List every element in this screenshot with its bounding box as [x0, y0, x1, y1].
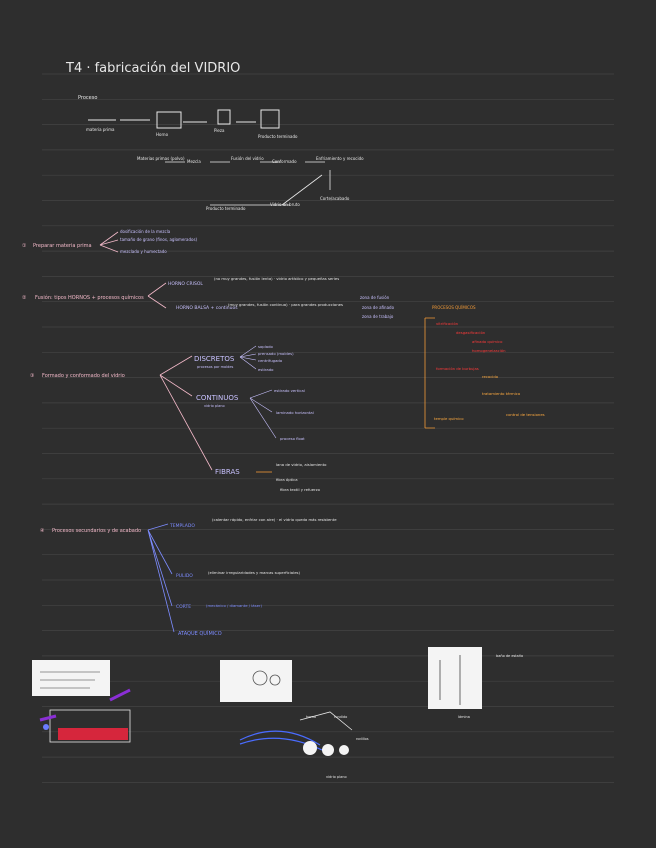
- sketch-label-6: lámina: [458, 715, 470, 719]
- orange-note-3: control de tensiones: [506, 412, 545, 417]
- s2-zone-1: zona de fusión: [360, 295, 390, 300]
- s1-title: Preparar materia prima: [33, 243, 92, 249]
- flow2-2: Mezcla: [187, 159, 201, 164]
- sketch-furnace: [32, 660, 131, 743]
- s3-discretos-brace: [239, 345, 257, 370]
- s4-corte: CORTE: [176, 604, 191, 610]
- s2-zone-2: zona de afinado: [362, 305, 395, 310]
- furnace-icon: [156, 111, 182, 129]
- flow2-1: Materias primas (polvo): [137, 156, 185, 161]
- s2-zone-3: zona de trabajo: [362, 314, 394, 319]
- flow2-8: Producto terminado: [206, 206, 246, 211]
- sketch-label-2: fundido: [334, 715, 347, 719]
- orange-bracket: [424, 317, 435, 429]
- s3-cont-3: proceso float: [280, 436, 305, 441]
- s4-title: Procesos secundarios y de acabado: [52, 528, 141, 534]
- page-title: T4 · fabricación del VIDRIO: [65, 61, 240, 76]
- s2-crisol: HORNO CRISOL: [168, 281, 203, 287]
- flow-step-3: Pieza: [214, 128, 225, 133]
- sketch-vertical-draw: [428, 647, 482, 709]
- s4-templado-note: (calentar rápido, enfriar con aire) · el…: [212, 517, 337, 522]
- red-note-2: desgasificación: [456, 330, 486, 335]
- s4-number: ④: [40, 528, 45, 534]
- s3-continuos-sub: vidrio plano: [204, 404, 225, 408]
- s3-continuos-brace: [249, 389, 277, 439]
- s3-number: ③: [30, 373, 34, 379]
- flow2-6: Corte/acabado: [320, 196, 350, 201]
- s3-continuos: CONTINUOS: [196, 394, 239, 402]
- flow2-3: Fusión del vidrio: [231, 156, 264, 161]
- sketch-label-1: horno: [306, 715, 316, 719]
- s3-disc-3: centrifugado: [258, 358, 283, 363]
- s2-title: Fusión: tipos HORNOS + procesos químicos: [35, 294, 144, 301]
- s4-brace: [147, 523, 175, 633]
- s3-discretos: DISCRETOS: [194, 355, 235, 363]
- s2-balsa-note: (muy grandes, fusión continua) · para gr…: [228, 302, 343, 307]
- piece-icon: [217, 109, 231, 125]
- s3-disc-1: soplado: [258, 344, 274, 349]
- s1-item-1: dosificación de la mezcla: [120, 229, 171, 234]
- s3-disc-2: prensado (moldes): [258, 351, 294, 356]
- s2-brace: [147, 282, 167, 309]
- red-note-5: formación de burbujas: [436, 366, 479, 371]
- flow2-7: Vidrio en bruto: [270, 202, 300, 207]
- s3-discretos-sub: procesos por moldes: [197, 365, 234, 369]
- s1-number: ①: [22, 243, 27, 249]
- red-note-1: vitrificación: [436, 321, 459, 326]
- flow-step-1: materia prima: [86, 127, 115, 132]
- ruled-lines: [42, 73, 614, 783]
- s2-crisol-note: (no muy grandes, fusión lenta) · vidrio …: [214, 276, 339, 281]
- flow-diagram: [88, 109, 280, 129]
- sketch-label-4: vidrio plano: [326, 775, 347, 779]
- s1-item-3: mezclado y humectado: [120, 249, 167, 254]
- product-icon: [260, 109, 280, 129]
- fibras-note-1: lana de vidrio, aislamiento: [276, 462, 327, 467]
- s4-pulido-note: (eliminar irregularidades y marcas super…: [208, 570, 301, 575]
- flow2-4: Conformado: [272, 159, 297, 164]
- orange-note-4: temple químico: [434, 416, 464, 421]
- red-note-3: afinado químico: [472, 339, 503, 344]
- s3-fibras: FIBRAS: [215, 468, 240, 476]
- s2-chem-head: PROCESOS QUÍMICOS: [432, 305, 476, 310]
- s4-templado: TEMPLADO: [169, 523, 195, 529]
- s4-ataque: ATAQUE QUÍMICO: [178, 630, 222, 637]
- s2-balsa: HORNO BALSA + continuos: [176, 305, 238, 311]
- sketch-label-3: rodillos: [356, 737, 369, 741]
- s1-item-2: tamaño de grano (finos, aglomerados): [120, 237, 198, 242]
- sketch-float-process: [220, 660, 353, 756]
- s3-disc-4: estirado: [258, 367, 274, 372]
- s3-cont-1: estirado vertical: [274, 388, 305, 393]
- orange-note-1: recocido: [482, 374, 499, 379]
- s4-pulido: PULIDO: [176, 573, 193, 579]
- s3-title: Formado y conformado del vidrio: [42, 373, 125, 379]
- orange-note-2: tratamiento térmico: [482, 391, 521, 396]
- flow-step-2: Horno: [156, 132, 169, 137]
- flow-label: Proceso: [78, 95, 97, 101]
- red-note-4: homogeneización: [472, 348, 506, 353]
- flow-row2-arrows: [165, 161, 331, 206]
- s4-corte-note: (mecánico / diamante / láser): [206, 603, 262, 608]
- sketch-label-5: baño de estaño: [496, 654, 523, 658]
- s2-number: ②: [22, 295, 27, 301]
- s1-brace: [99, 231, 119, 253]
- flow-step-4: Producto terminado: [258, 134, 298, 139]
- s3-brace: [159, 355, 213, 471]
- fibras-note-2: fibra óptica: [276, 477, 298, 482]
- flow2-5: Enfriamiento y recocido: [316, 156, 364, 161]
- fibras-note-3: fibra textil y refuerzo: [280, 487, 321, 492]
- s3-cont-2: laminado horizontal: [276, 410, 314, 415]
